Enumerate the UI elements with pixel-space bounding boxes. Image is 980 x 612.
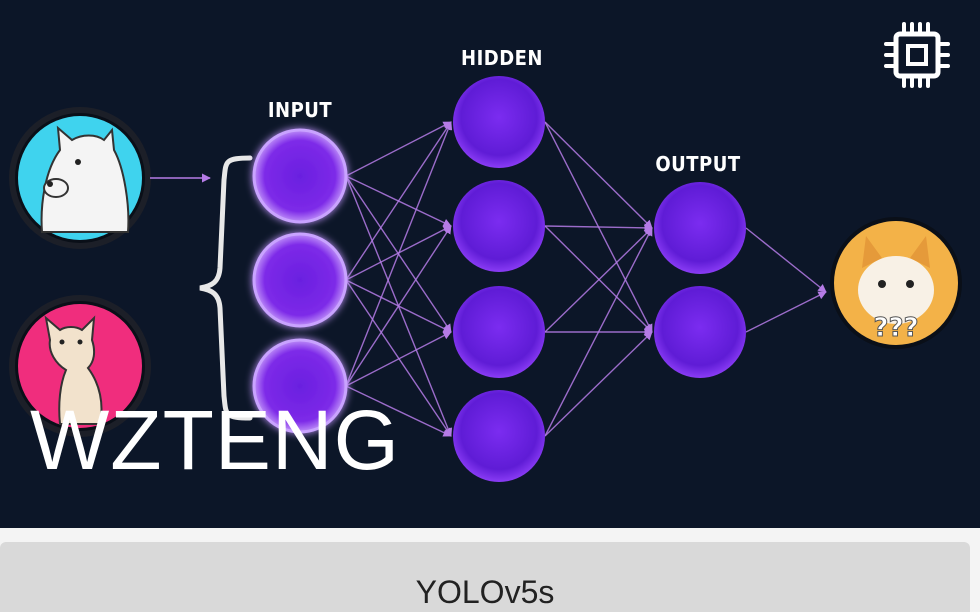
question-marks: ???	[873, 313, 918, 343]
neural-network-diagram: ???	[9, 76, 962, 482]
edge-input-0-hidden-0	[345, 121, 452, 177]
neural-network-banner: ??? INPUT HIDDEN OUTPUT WZTENG	[0, 0, 980, 528]
edge-input-2-hidden-0	[345, 121, 453, 387]
question-cat-icon: ???	[830, 217, 962, 349]
hidden-layer-label: HIDDEN	[461, 46, 543, 70]
edge-input-2-hidden-3	[345, 385, 452, 437]
input-node-0	[252, 128, 348, 224]
input-node-2	[252, 338, 348, 434]
edge-hidden-0-output-0	[544, 121, 653, 229]
edge-input-2-hidden-1	[345, 225, 452, 387]
cat-icon	[9, 295, 151, 437]
output-node-1	[654, 286, 746, 378]
network-edges	[345, 121, 827, 437]
dog-icon	[9, 107, 151, 249]
edge-hidden-1-output-0	[544, 223, 653, 233]
edge-hidden-3-output-0	[544, 227, 653, 437]
edge-hidden-2-output-0	[544, 227, 653, 333]
edge-output-0-result	[745, 227, 827, 293]
output-layer-label: OUTPUT	[655, 152, 741, 176]
edge-hidden-3-output-1	[544, 331, 653, 437]
edge-hidden-1-output-1	[544, 225, 653, 333]
bottom-bar: YOLOv5s	[0, 528, 980, 612]
network-nodes	[252, 76, 746, 482]
chip-icon[interactable]	[882, 20, 952, 90]
model-label: YOLOv5s	[415, 573, 555, 610]
input-brace	[199, 155, 253, 421]
watermark-text: WZTENG	[30, 393, 400, 487]
hidden-node-2	[453, 286, 545, 378]
edge-output-1-result	[745, 291, 827, 333]
hidden-node-3	[453, 390, 545, 482]
edge-input-1-hidden-3	[345, 279, 452, 437]
output-node-0	[654, 182, 746, 274]
hidden-node-0	[453, 76, 545, 168]
edge-input-1-hidden-0	[345, 121, 452, 281]
model-select-button[interactable]: YOLOv5s	[0, 542, 970, 612]
input-node-1	[252, 232, 348, 328]
input-layer-label: INPUT	[267, 98, 333, 122]
hidden-node-1	[453, 180, 545, 272]
edge-input-2-hidden-2	[345, 331, 452, 387]
